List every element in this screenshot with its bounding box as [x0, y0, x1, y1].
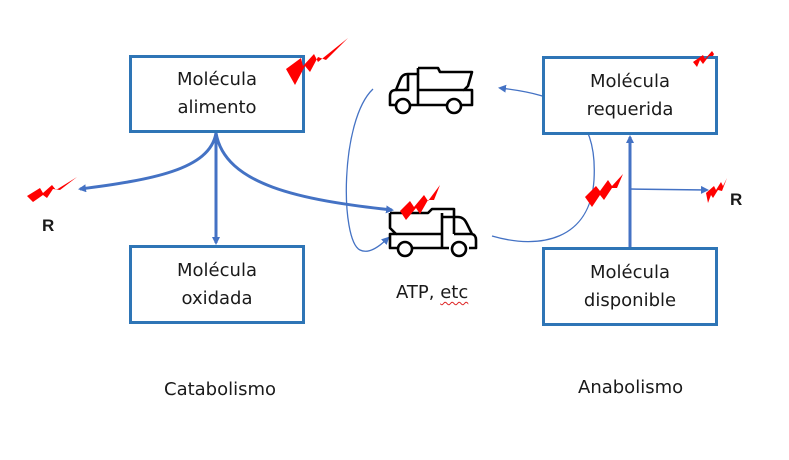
energy-carrier-rest: etc: [440, 282, 469, 303]
energy-bolt-anabolism: [585, 174, 623, 207]
required-molecule-box: Molécula requerida: [542, 56, 718, 135]
energy-bolt-release-right: [706, 178, 727, 203]
energy-carrier-label: ATP, etc: [396, 282, 468, 303]
available-molecule-box: Molécula disponible: [542, 247, 718, 326]
arrow-recharge-loop: [345, 88, 390, 252]
energy-bolt-required: [693, 44, 719, 67]
energy-bolt-release-left: [27, 177, 77, 202]
oxidized-molecule-line1: Molécula: [177, 259, 257, 281]
loaded-truck-icon: [388, 207, 478, 258]
arrow-to-release-left: [78, 132, 218, 193]
food-molecule-line1: Molécula: [177, 69, 257, 90]
food-molecule-line2: alimento: [177, 97, 257, 118]
release-label-right: R: [730, 190, 743, 209]
energy-bolt-food: [286, 38, 348, 85]
available-molecule-line1: Molécula: [590, 261, 670, 283]
empty-truck-icon: [388, 66, 474, 115]
arrow-to-loaded-truck: [214, 132, 394, 214]
catabolism-label: Catabolismo: [164, 379, 277, 400]
release-label-left: R: [42, 216, 55, 235]
available-molecule-line2: disponible: [583, 289, 677, 311]
food-molecule-box: Molécula alimento: [129, 55, 305, 133]
arrow-to-release-right: [629, 185, 709, 194]
energy-carrier-main: ATP,: [396, 282, 435, 303]
oxidized-molecule-line2: oxidada: [181, 287, 253, 309]
oxidized-molecule-box: Molécula oxidada: [129, 245, 305, 324]
energy-bolt-loaded-truck: [400, 185, 440, 220]
required-molecule-line1: Molécula: [590, 70, 670, 92]
required-molecule-line2: requerida: [586, 98, 674, 120]
anabolism-label: Anabolismo: [578, 377, 684, 398]
lightning-bolt-icon: [27, 38, 727, 220]
